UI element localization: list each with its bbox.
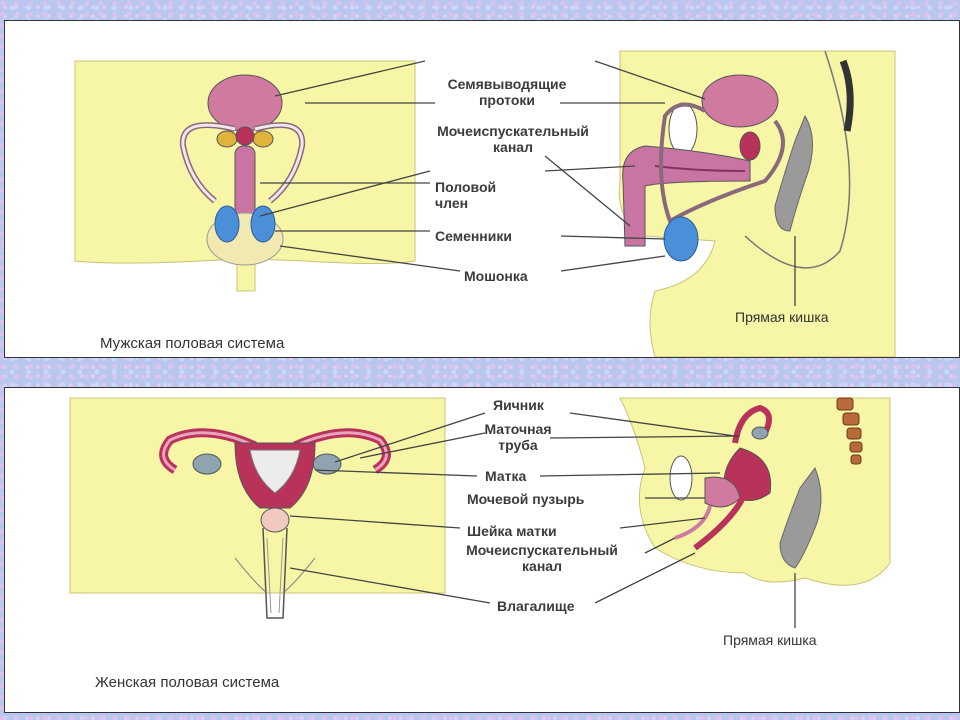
urethra-side-female <box>674 505 712 540</box>
label-vas-deferens: Семявыводящие протоки <box>417 76 597 108</box>
female-caption: Женская половая система <box>95 674 280 691</box>
cervix-front <box>260 507 290 533</box>
ovary-side <box>751 426 769 440</box>
vagina-front <box>262 527 288 619</box>
testis-front-left <box>214 205 240 243</box>
female-system-illustration <box>69 397 891 628</box>
label-vas-deferens-line1: Семявыводящие <box>447 76 567 92</box>
label-testes: Семенники <box>435 228 512 244</box>
fallopian-tube-side <box>732 404 772 444</box>
male-system-panel: Семявыводящие протоки Мочеиспускательный… <box>4 20 960 358</box>
label-urethra-female-line1: Мочеиспускательный <box>466 542 618 558</box>
label-urethra-female: Мочеиспускательный канал <box>437 542 647 574</box>
label-vas-deferens-line2: протоки <box>478 92 536 108</box>
testis-side <box>663 216 699 262</box>
testis-front-right <box>250 205 276 243</box>
label-urethra-female-line2: канал <box>522 558 562 574</box>
label-penis-line1: Половой <box>435 179 497 195</box>
label-ovary: Яичник <box>493 397 544 413</box>
label-scrotum: Мошонка <box>464 268 528 284</box>
bladder-front <box>207 74 283 132</box>
label-fallopian-tube-line2: труба <box>498 437 538 453</box>
rectum-male <box>774 114 813 232</box>
label-urethra-male: Мочеиспускательный канал <box>413 123 613 155</box>
label-cervix: Шейка матки <box>467 523 557 539</box>
male-caption: Мужская половая система <box>100 335 285 352</box>
male-system-illustration <box>74 50 896 357</box>
vas-deferens-side <box>659 102 785 224</box>
bladder-side <box>701 74 779 128</box>
ovary-front-left <box>192 453 222 475</box>
label-penis-line2: член <box>435 195 469 211</box>
label-rectum-female: Прямая кишка <box>723 632 817 648</box>
label-fallopian-tube: Маточная труба <box>463 421 573 453</box>
label-fallopian-tube-line1: Маточная <box>484 421 552 437</box>
label-penis: Половой член <box>435 179 496 211</box>
pubic-bone <box>668 102 698 156</box>
female-system-panel: Яичник Маточная труба Матка Мочевой пузы… <box>4 387 960 713</box>
label-urethra-male-line1: Мочеиспускательный <box>437 123 589 139</box>
rectum-female <box>779 466 822 569</box>
vagina-side <box>693 491 748 551</box>
label-rectum-male: Прямая кишка <box>735 309 829 325</box>
label-bladder: Мочевой пузырь <box>467 491 585 507</box>
label-uterus: Матка <box>485 468 527 484</box>
label-urethra-male-line2: канал <box>493 139 533 155</box>
label-vagina: Влагалище <box>497 598 575 614</box>
pubic-bone-female <box>669 455 693 501</box>
